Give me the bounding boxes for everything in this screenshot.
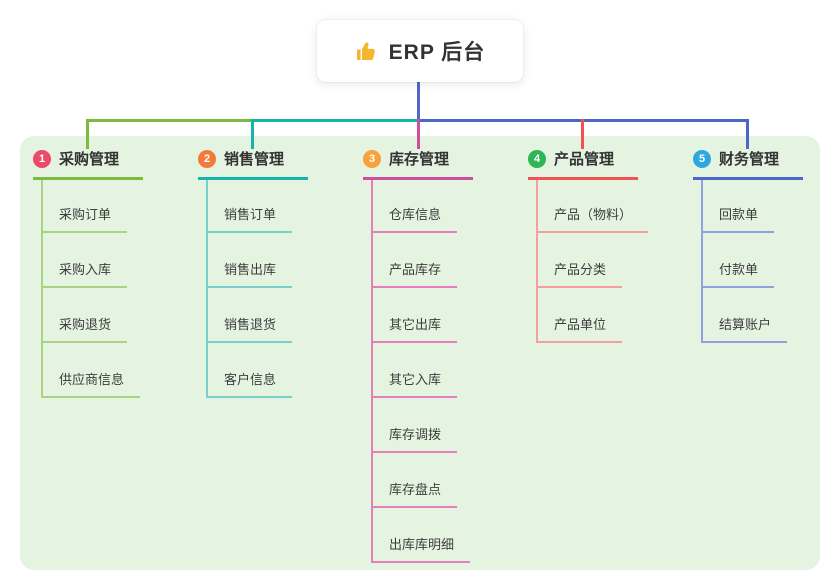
branch-column-2: 2 销售管理 销售订单销售出库销售退货客户信息 xyxy=(198,148,308,398)
branch-drop-line xyxy=(251,119,254,149)
root-node-label: ERP 后台 xyxy=(388,41,486,64)
root-node[interactable]: ERP 后台 xyxy=(317,20,523,82)
branch-drop-line xyxy=(581,119,584,149)
child-node[interactable]: 回款单 xyxy=(703,180,775,233)
child-node-label: 结算账户 xyxy=(719,317,772,332)
child-node[interactable]: 其它出库 xyxy=(373,288,458,343)
child-node[interactable]: 采购订单 xyxy=(43,180,128,233)
child-node-label: 采购退货 xyxy=(59,317,112,332)
child-node-label: 付款单 xyxy=(719,262,759,277)
child-node[interactable]: 出库库明细 xyxy=(373,508,471,563)
bus-segment xyxy=(86,119,251,122)
child-node-label: 库存调拨 xyxy=(389,427,442,442)
child-node[interactable]: 库存盘点 xyxy=(373,453,458,508)
branch-title-label: 产品管理 xyxy=(554,151,615,168)
child-node[interactable]: 产品分类 xyxy=(538,233,623,288)
child-node-label: 其它入库 xyxy=(389,372,442,387)
root-connector xyxy=(417,82,420,121)
branch-children: 回款单付款单结算账户 xyxy=(701,180,803,343)
child-node[interactable]: 采购退货 xyxy=(43,288,128,343)
branch-drop-line xyxy=(86,119,89,149)
child-node-label: 客户信息 xyxy=(224,372,277,387)
branch-number-badge: 1 xyxy=(33,149,51,168)
branch-drop-line xyxy=(417,119,420,149)
child-node[interactable]: 销售出库 xyxy=(208,233,293,288)
child-node-label: 产品单位 xyxy=(554,317,607,332)
branch-title-label: 销售管理 xyxy=(224,151,285,168)
branch-title-label: 库存管理 xyxy=(389,151,450,168)
child-node[interactable]: 销售退货 xyxy=(208,288,293,343)
child-node-label: 采购入库 xyxy=(59,262,112,277)
child-node[interactable]: 产品库存 xyxy=(373,233,458,288)
branch-children: 产品（物料） 产品分类产品单位 xyxy=(536,180,649,343)
child-node-label: 销售退货 xyxy=(224,317,277,332)
branch-children: 仓库信息产品库存其它出库其它入库库存调拨库存盘点出库库明细 xyxy=(371,180,473,563)
child-node-label: 产品库存 xyxy=(389,262,442,277)
child-node-label: 采购订单 xyxy=(59,207,112,222)
child-node[interactable]: 仓库信息 xyxy=(373,180,458,233)
branch-title[interactable]: 5 财务管理 xyxy=(693,148,803,180)
branch-number-badge: 5 xyxy=(693,149,711,168)
child-node[interactable]: 销售订单 xyxy=(208,180,293,233)
branch-children: 采购订单采购入库采购退货供应商信息 xyxy=(41,180,143,398)
branches-panel xyxy=(20,136,820,570)
thumbs-up-icon xyxy=(355,39,379,63)
child-node-label: 产品分类 xyxy=(554,262,607,277)
child-node[interactable]: 供应商信息 xyxy=(43,343,141,398)
child-node-label: 其它出库 xyxy=(389,317,442,332)
branch-drop-line xyxy=(746,119,749,149)
child-node-label: 仓库信息 xyxy=(389,207,442,222)
child-node-label: 供应商信息 xyxy=(59,372,125,387)
child-node-label: 销售出库 xyxy=(224,262,277,277)
child-node[interactable]: 产品单位 xyxy=(538,288,623,343)
child-node[interactable]: 付款单 xyxy=(703,233,775,288)
child-node[interactable]: 客户信息 xyxy=(208,343,293,398)
branch-number-badge: 2 xyxy=(198,149,216,168)
branch-children: 销售订单销售出库销售退货客户信息 xyxy=(206,180,308,398)
branch-title-label: 采购管理 xyxy=(59,151,120,168)
child-node[interactable]: 结算账户 xyxy=(703,288,788,343)
child-node[interactable]: 采购入库 xyxy=(43,233,128,288)
child-node-label: 回款单 xyxy=(719,207,759,222)
branch-column-5: 5 财务管理 回款单付款单结算账户 xyxy=(693,148,803,343)
branch-column-1: 1 采购管理 采购订单采购入库采购退货供应商信息 xyxy=(33,148,143,398)
child-node[interactable]: 库存调拨 xyxy=(373,398,458,453)
branch-title[interactable]: 4 产品管理 xyxy=(528,148,638,180)
branch-number-badge: 4 xyxy=(528,149,546,168)
branch-column-3: 3 库存管理 仓库信息产品库存其它出库其它入库库存调拨库存盘点出库库明细 xyxy=(363,148,473,563)
child-node-label: 库存盘点 xyxy=(389,482,442,497)
branch-title-label: 财务管理 xyxy=(719,151,780,168)
child-node[interactable]: 其它入库 xyxy=(373,343,458,398)
bus-segment xyxy=(251,119,420,122)
child-node[interactable]: 产品（物料） xyxy=(538,180,649,233)
branch-title[interactable]: 3 库存管理 xyxy=(363,148,473,180)
child-node-label: 出库库明细 xyxy=(389,537,455,552)
branch-number-badge: 3 xyxy=(363,149,381,168)
branch-title[interactable]: 2 销售管理 xyxy=(198,148,308,180)
child-node-label: 销售订单 xyxy=(224,207,277,222)
branch-column-4: 4 产品管理 产品（物料） 产品分类产品单位 xyxy=(528,148,649,343)
child-node-label: 产品（物料） xyxy=(554,207,633,222)
branch-title[interactable]: 1 采购管理 xyxy=(33,148,143,180)
